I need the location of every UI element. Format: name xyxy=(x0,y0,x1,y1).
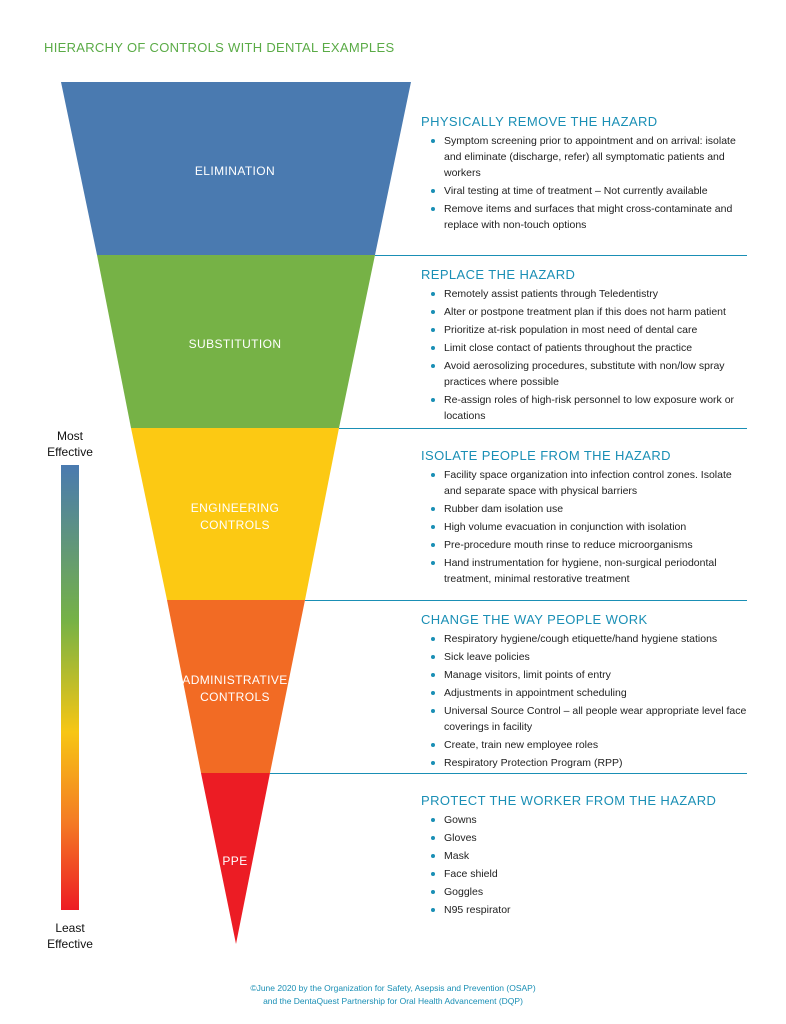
section-substitution: REPLACE THE HAZARD Remotely assist patie… xyxy=(421,267,751,426)
section-heading: ISOLATE PEOPLE FROM THE HAZARD xyxy=(421,448,671,463)
level-label-line: CONTROLS xyxy=(200,518,270,532)
section-heading: PHYSICALLY REMOVE THE HAZARD xyxy=(421,114,658,129)
example-list: Gowns Gloves Mask Face shield Goggles N9… xyxy=(421,812,751,918)
section-administrative: CHANGE THE WAY PEOPLE WORK Respiratory h… xyxy=(421,612,751,773)
funnel-band-elimination xyxy=(61,82,411,255)
scale-label-line: Least xyxy=(55,921,85,935)
list-item: Rubber dam isolation use xyxy=(421,501,751,517)
scale-label-line: Effective xyxy=(47,937,93,951)
section-ppe: PROTECT THE WORKER FROM THE HAZARD Gowns… xyxy=(421,793,751,920)
list-item: Manage visitors, limit points of entry xyxy=(421,667,751,683)
funnel-band-ppe xyxy=(201,773,270,944)
section-heading: PROTECT THE WORKER FROM THE HAZARD xyxy=(421,793,717,808)
list-item: Hand instrumentation for hygiene, non-su… xyxy=(421,555,751,587)
list-item: Goggles xyxy=(421,884,751,900)
level-label-administrative: ADMINISTRATIVE CONTROLS xyxy=(155,672,315,706)
level-label-line: CONTROLS xyxy=(200,690,270,704)
effectiveness-gradient-bar xyxy=(61,465,79,910)
level-label-elimination: ELIMINATION xyxy=(194,164,276,178)
list-item: Facility space organization into infecti… xyxy=(421,467,751,499)
list-item: Re-assign roles of high-risk personnel t… xyxy=(421,392,751,424)
list-item: Pre-procedure mouth rinse to reduce micr… xyxy=(421,537,751,553)
list-item: Adjustments in appointment scheduling xyxy=(421,685,751,701)
list-item: Prioritize at-risk population in most ne… xyxy=(421,322,751,338)
footer-line: and the DentaQuest Partnership for Oral … xyxy=(263,996,523,1006)
footer-line: ©June 2020 by the Organization for Safet… xyxy=(250,983,536,993)
list-item: Create, train new employee roles xyxy=(421,737,751,753)
section-divider xyxy=(270,773,747,774)
list-item: Face shield xyxy=(421,866,751,882)
section-heading: CHANGE THE WAY PEOPLE WORK xyxy=(421,612,648,627)
list-item: N95 respirator xyxy=(421,902,751,918)
list-item: Respiratory Protection Program (RPP) xyxy=(421,755,751,771)
copyright-footer: ©June 2020 by the Organization for Safet… xyxy=(0,982,786,1008)
list-item: Avoid aerosolizing procedures, substitut… xyxy=(421,358,751,390)
section-engineering: ISOLATE PEOPLE FROM THE HAZARD Facility … xyxy=(421,448,751,589)
example-list: Remotely assist patients through Teleden… xyxy=(421,286,751,424)
list-item: Symptom screening prior to appointment a… xyxy=(421,133,751,181)
scale-label-most-effective: Most Effective xyxy=(30,428,110,460)
page-title: HIERARCHY OF CONTROLS WITH DENTAL EXAMPL… xyxy=(44,40,395,55)
scale-label-line: Most xyxy=(56,429,83,443)
list-item: Remotely assist patients through Teleden… xyxy=(421,286,751,302)
example-list: Respiratory hygiene/cough etiquette/hand… xyxy=(421,631,751,771)
scale-label-line: Effective xyxy=(47,445,93,459)
list-item: Viral testing at time of treatment – Not… xyxy=(421,183,751,199)
funnel-band-substitution xyxy=(97,255,375,428)
list-item: Gloves xyxy=(421,830,751,846)
example-list: Symptom screening prior to appointment a… xyxy=(421,133,751,233)
funnel-band-engineering xyxy=(131,428,339,600)
funnel-band-administrative xyxy=(167,600,305,773)
section-divider xyxy=(305,600,747,601)
scale-label-least-effective: Least Effective xyxy=(30,920,110,952)
section-heading: REPLACE THE HAZARD xyxy=(421,267,576,282)
section-elimination: PHYSICALLY REMOVE THE HAZARD Symptom scr… xyxy=(421,114,751,235)
list-item: Remove items and surfaces that might cro… xyxy=(421,201,751,233)
list-item: High volume evacuation in conjunction wi… xyxy=(421,519,751,535)
level-label-ppe: PPE xyxy=(222,854,248,868)
list-item: Limit close contact of patients througho… xyxy=(421,340,751,356)
level-label-line: ADMINISTRATIVE xyxy=(182,673,288,687)
section-divider xyxy=(339,428,747,429)
list-item: Mask xyxy=(421,848,751,864)
list-item: Gowns xyxy=(421,812,751,828)
example-list: Facility space organization into infecti… xyxy=(421,467,751,587)
level-label-line: ENGINEERING xyxy=(190,501,280,515)
level-label-engineering: ENGINEERING CONTROLS xyxy=(155,500,315,534)
list-item: Universal Source Control – all people we… xyxy=(421,703,751,735)
level-label-substitution: SUBSTITUTION xyxy=(188,337,282,351)
list-item: Alter or postpone treatment plan if this… xyxy=(421,304,751,320)
list-item: Sick leave policies xyxy=(421,649,751,665)
list-item: Respiratory hygiene/cough etiquette/hand… xyxy=(421,631,751,647)
section-divider xyxy=(375,255,747,256)
